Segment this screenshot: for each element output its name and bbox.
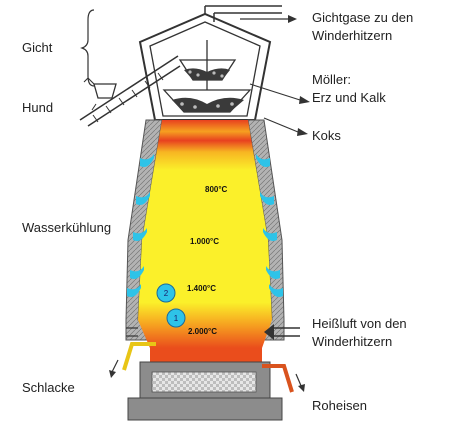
temp-1400: 1.400°C [187,284,216,293]
furnace-interior [138,120,272,348]
label-koks: Koks [312,128,341,143]
label-hund: Hund [22,100,53,115]
zone-label-2: 2 [164,289,169,298]
label-gichtgase-1: Gichtgase zu den [312,10,413,25]
label-gicht: Gicht [22,40,53,55]
label-moeller-1: Möller: [312,72,351,87]
temp-2000: 2.000°C [188,327,217,336]
gicht-brace [82,10,94,86]
label-wasserkuehlung: Wasserkühlung [22,220,111,235]
temp-1000: 1.000°C [190,237,219,246]
furnace-hearth [128,348,282,420]
label-heissluft-2: Winderhitzern [312,334,392,349]
label-roheisen: Roheisen [312,398,367,413]
label-schlacke: Schlacke [22,380,75,395]
label-moeller-2: Erz und Kalk [312,90,386,105]
label-heissluft-1: Heißluft von den [312,316,407,331]
zone-label-1: 1 [174,314,179,323]
label-gichtgase-2: Winderhitzern [312,28,392,43]
temp-800: 800°C [205,185,228,194]
